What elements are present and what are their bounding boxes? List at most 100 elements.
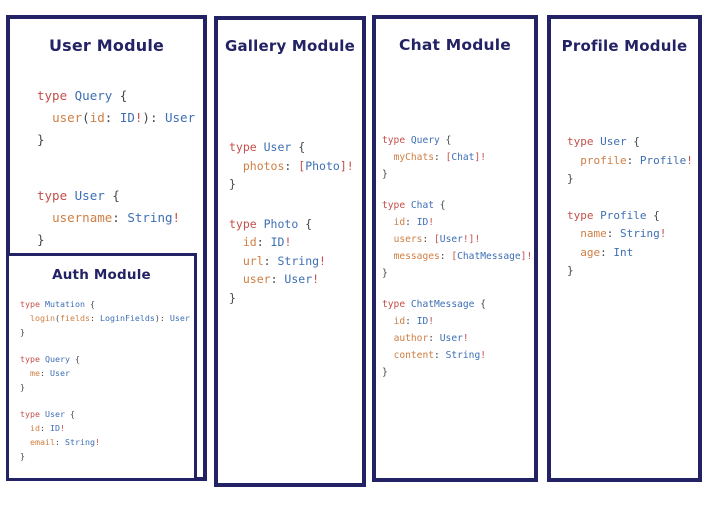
code-token: { [69,409,75,419]
code-token: } [37,232,45,247]
type-definition-block: type User { photos: [Photo]!} [229,138,359,194]
code-token: ! [428,217,435,228]
type-definition-block: type Chat { id: ID! users: [User!]! mess… [382,197,532,282]
code-token: { [89,299,95,309]
code-token: } [229,290,236,305]
code-token: : [434,350,446,361]
code-token: ): [154,313,170,323]
code-token: type [382,135,411,146]
code-line: author: User! [382,330,532,347]
code-token: : [89,313,100,323]
code-token: ID [416,316,429,327]
code-token: } [20,451,25,461]
code-line: type Profile { [567,207,696,226]
code-token: ! [462,333,469,344]
code-line: user: User! [229,270,359,289]
code-token: Profile [600,208,654,222]
code-token: String [277,253,320,268]
code-user-module: type Query { user(id: ID!): User} type Us… [37,85,199,285]
code-token: ! [134,110,143,125]
code-token: Query [44,354,75,364]
code-token: type [382,200,411,211]
code-token: User [263,140,299,154]
code-token: messages [393,251,440,262]
code-token: } [382,169,388,180]
code-token: id [30,423,40,433]
code-token: : [263,253,278,268]
code-token: : [284,158,299,173]
code-line: user(id: ID!): User [37,107,199,129]
code-token: ID [50,423,60,433]
code-token: ! [428,316,435,327]
code-line: type Query { [37,85,199,107]
code-token: ID [416,217,429,228]
code-token: fields [59,313,90,323]
code-token: !]! [462,234,481,245]
code-token [382,333,394,344]
code-token: type [382,299,411,310]
code-token: ! [480,350,486,361]
code-token: Photo [263,216,306,231]
code-token: : [270,272,285,286]
code-line: } [229,289,359,308]
code-line: type Query { [382,132,532,149]
code-token: ChatMessage [457,251,521,262]
code-token [229,254,243,268]
code-token: url [242,253,264,268]
code-token: { [439,200,446,211]
code-line: } [20,380,192,394]
code-line: type User { [229,138,359,157]
code-token: ! [284,235,292,249]
code-token: email [30,437,55,447]
code-token [567,154,580,167]
code-token: { [445,135,452,146]
code-token: author [393,333,429,344]
type-definition-block: type Profile { name: String! age: Int} [567,207,696,281]
code-token: { [480,299,486,310]
code-line: } [382,166,532,183]
code-token: Chat [451,152,475,163]
code-token [567,246,580,259]
code-line: type User { [37,185,199,207]
code-token: String [620,227,660,240]
code-token: ID [270,235,285,249]
code-token: content [393,350,434,361]
code-token: User [439,333,463,344]
code-token: : [626,153,640,167]
code-token: : [112,210,128,225]
code-token: id [89,110,105,125]
code-token: type [229,216,264,231]
code-token: : [40,368,50,378]
type-definition-block: type Query { me: User} [20,352,192,394]
code-line: } [37,129,199,151]
code-token: Int [613,245,634,259]
code-token [37,110,52,125]
code-token: id [393,316,406,327]
code-token: : [439,251,452,262]
code-token: type [20,299,45,309]
code-token: username [52,210,113,225]
code-token: type [567,135,601,148]
code-token: age [580,245,601,259]
code-token: { [305,216,313,231]
panel-title-gallery-module: Gallery Module [224,37,356,55]
code-line: } [567,170,696,189]
code-token: type [37,188,75,203]
code-token: } [20,382,25,392]
code-token: : [40,423,50,433]
panel-profile-module: Profile Module type User { profile: Prof… [547,15,702,482]
code-token: : [256,235,271,249]
code-token: : [600,245,614,259]
code-line: } [37,229,199,251]
code-line: me: User [20,366,192,380]
code-token: user [242,272,271,286]
code-token: user [52,110,83,125]
code-line: type User { [567,133,696,152]
panel-title-profile-module: Profile Module [561,37,688,55]
code-token: [ [298,158,306,173]
code-line: type Chat { [382,197,532,214]
code-line: } [382,364,532,381]
code-token: : [434,152,446,163]
code-token: } [382,268,388,279]
